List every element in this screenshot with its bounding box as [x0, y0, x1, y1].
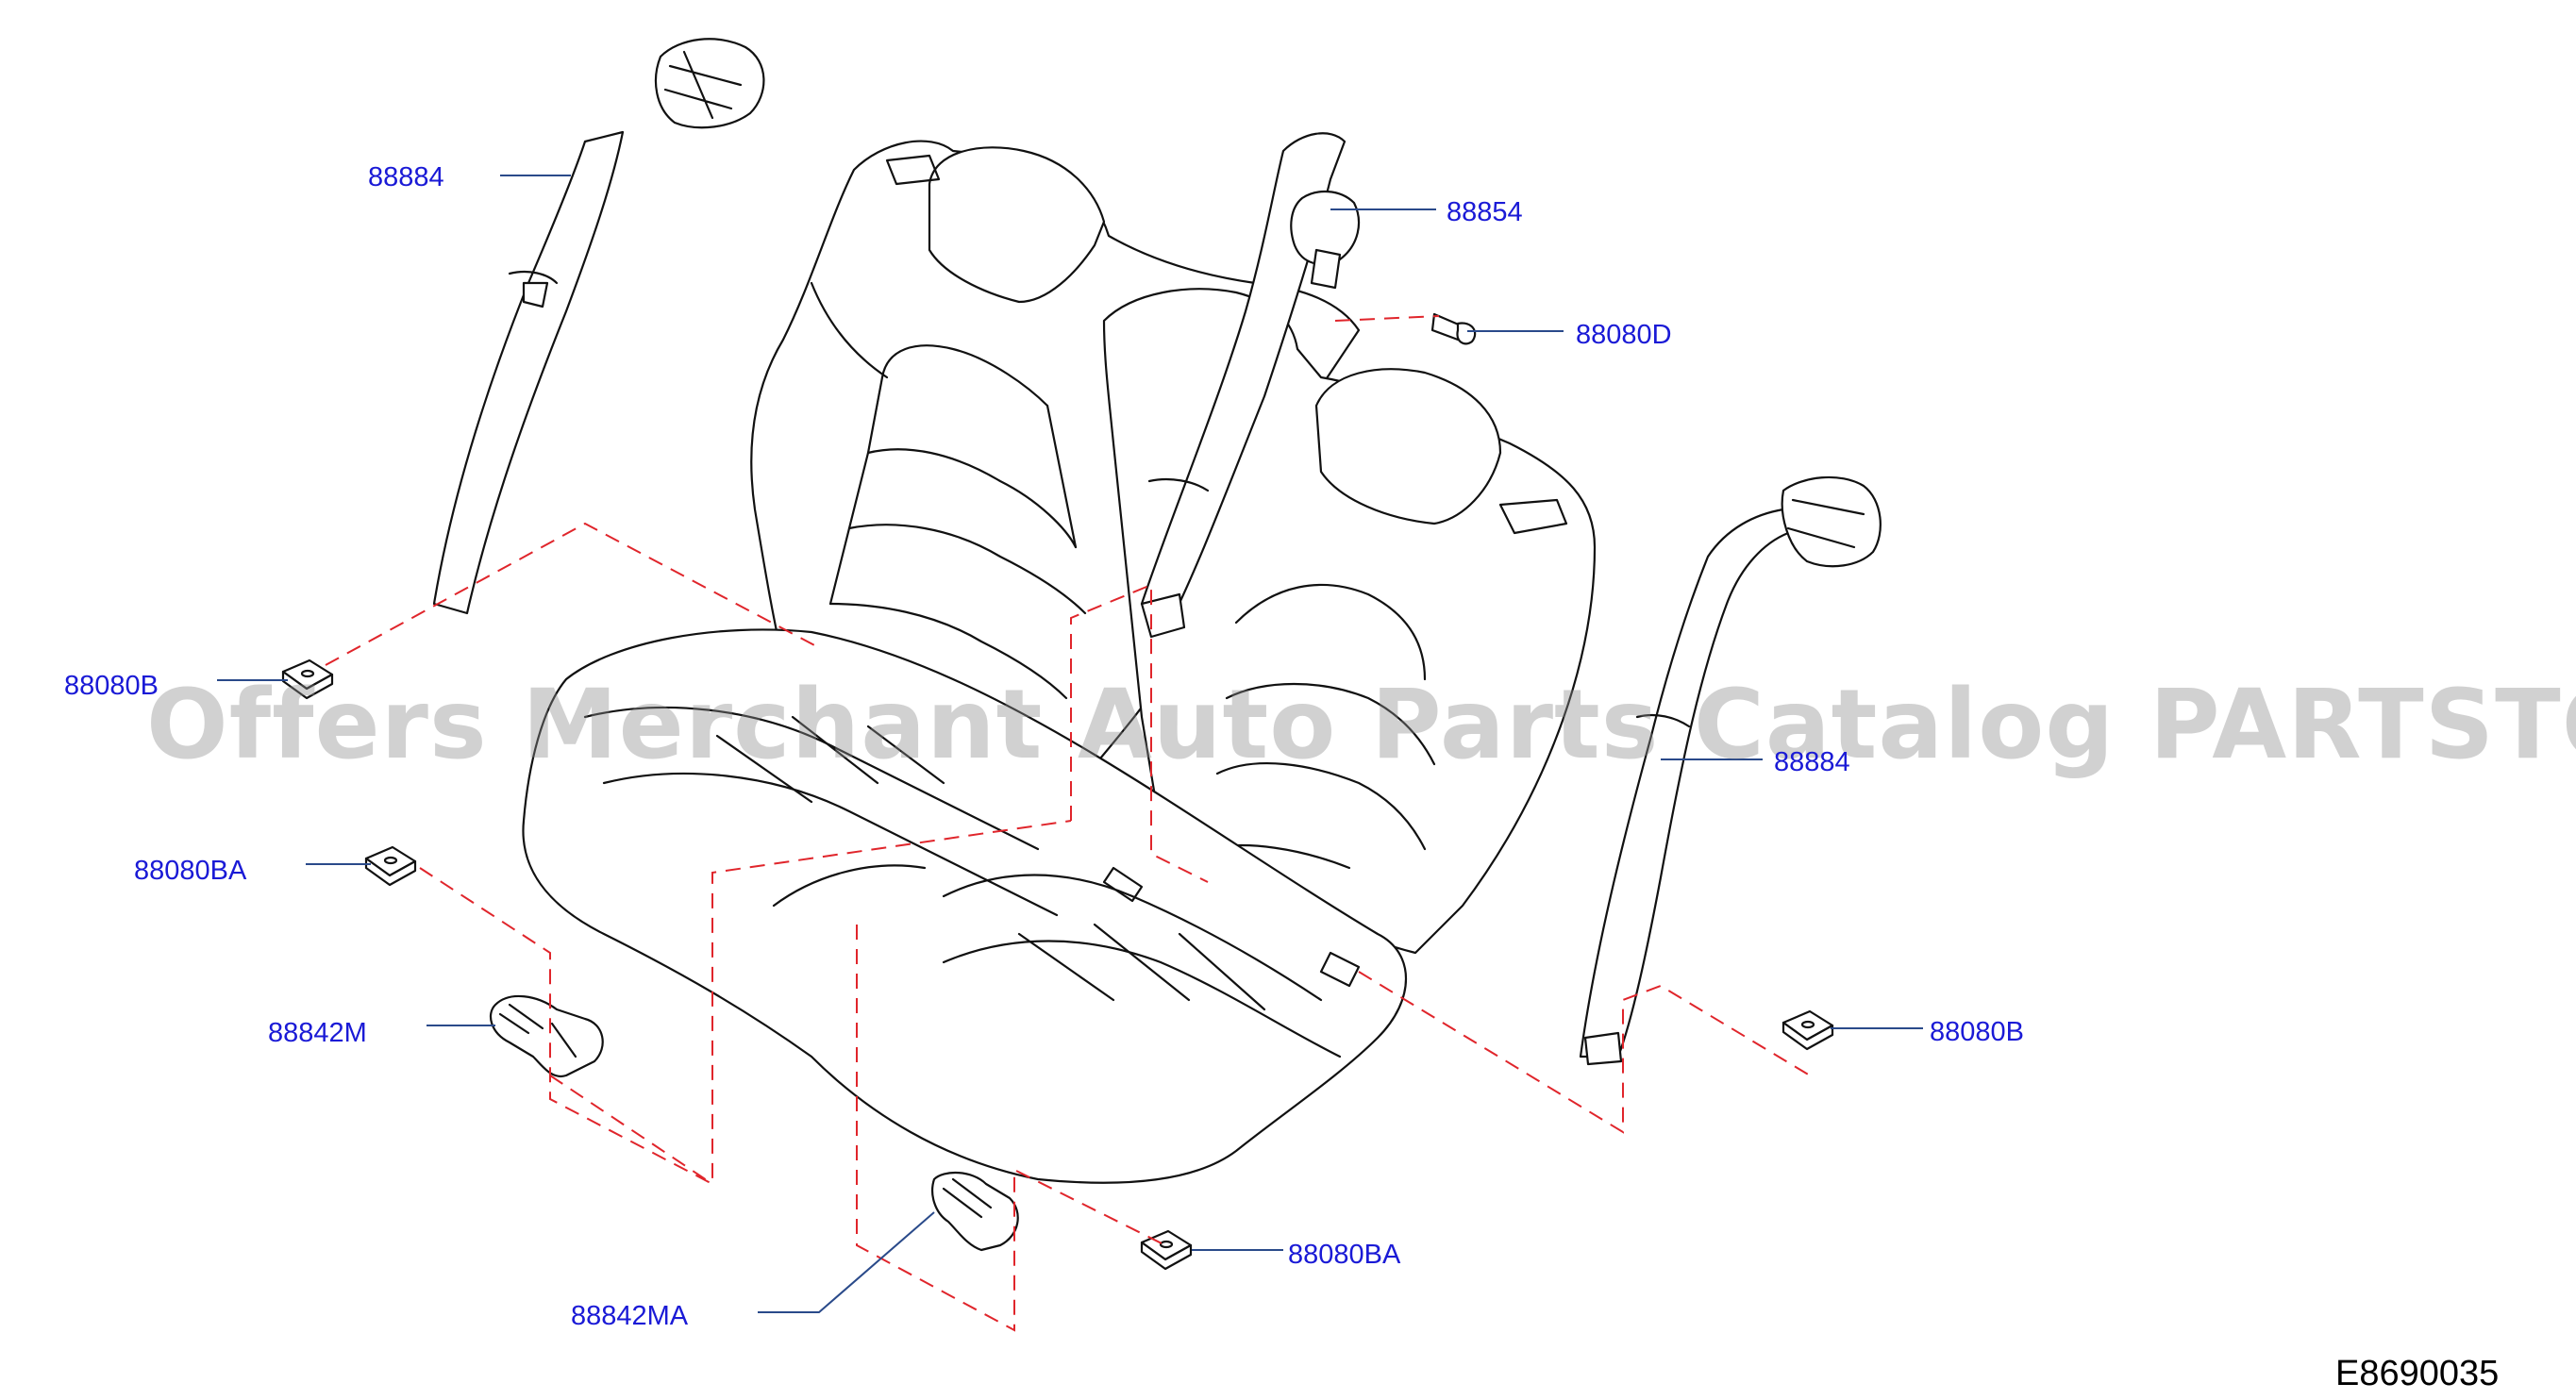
belt-88854-center — [1140, 132, 1361, 639]
part-88080ba-clip-bottom — [1140, 1229, 1193, 1271]
part-label-88080d[interactable]: 88080D — [1576, 320, 1672, 350]
part-label-88080ba-left[interactable]: 88080BA — [134, 856, 247, 886]
rear-seat-illustration — [522, 140, 1597, 1184]
headrest-right — [1314, 368, 1502, 525]
belt-88884-right — [1579, 475, 1882, 1066]
part-88080b-clip-left — [281, 658, 334, 700]
diagram-code: E8690035 — [2335, 1354, 2499, 1393]
label-leader-lines — [217, 175, 1923, 1313]
part-88080d-bolt — [1430, 312, 1477, 345]
part-label-88884-right[interactable]: 88884 — [1774, 747, 1850, 777]
part-label-88854[interactable]: 88854 — [1447, 197, 1523, 227]
part-88842ma-buckle — [931, 1171, 1019, 1252]
watermark-text: Offers Merchant Auto Parts Catalog PARTS… — [146, 669, 2576, 781]
part-88080b-clip-right — [1781, 1009, 1834, 1051]
assembly-guide-lines — [325, 315, 1811, 1332]
part-label-88080ba-bottom[interactable]: 88080BA — [1288, 1240, 1401, 1270]
part-label-88842ma[interactable]: 88842MA — [571, 1301, 689, 1331]
seat-cushion — [522, 628, 1407, 1184]
part-label-88080b-left[interactable]: 88080B — [64, 671, 159, 701]
part-label-88842m[interactable]: 88842M — [268, 1018, 367, 1048]
part-label-88884-left[interactable]: 88884 — [368, 162, 444, 192]
part-label-88080b-right[interactable]: 88080B — [1930, 1017, 2024, 1047]
part-88842m-buckle — [489, 994, 604, 1078]
part-88080ba-clip-left — [364, 845, 417, 887]
belt-88884-left — [432, 38, 765, 615]
headrest-left — [928, 146, 1106, 304]
